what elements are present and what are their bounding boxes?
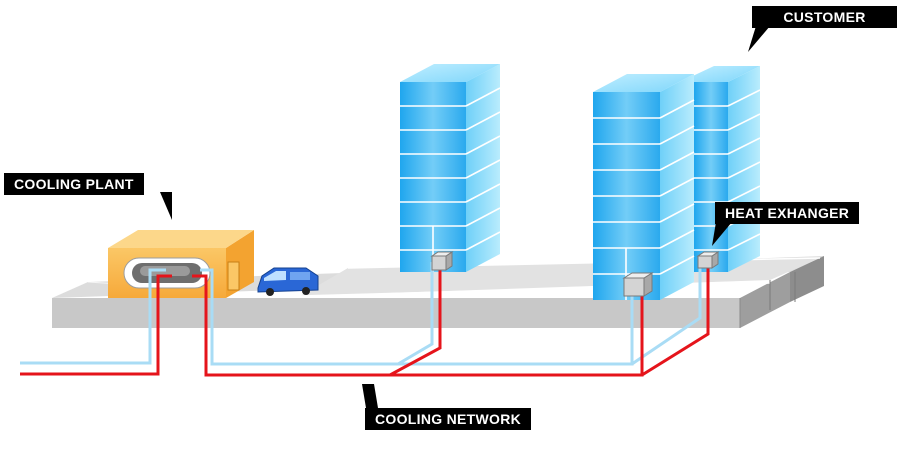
customer-label: CUSTOMER: [752, 6, 897, 28]
cooling-network-pipes: [20, 262, 710, 377]
callout-pointers: [160, 26, 770, 408]
heat-exchanger-label: HEAT EXHANGER: [715, 202, 860, 224]
tower-building-icon: [593, 74, 695, 300]
cooling-network-label: COOLING NETWORK: [365, 408, 532, 430]
plant-building-icon: [108, 230, 254, 298]
heat-exchanger-box-icon: [696, 251, 720, 269]
heat-exchanger-box-icon: [430, 251, 454, 271]
cooling-plant-label: COOLING PLANT: [4, 173, 144, 195]
van-icon: [257, 267, 319, 296]
tower-building-icon: [400, 64, 501, 272]
heat-exchanger-box-icon: [622, 272, 654, 297]
